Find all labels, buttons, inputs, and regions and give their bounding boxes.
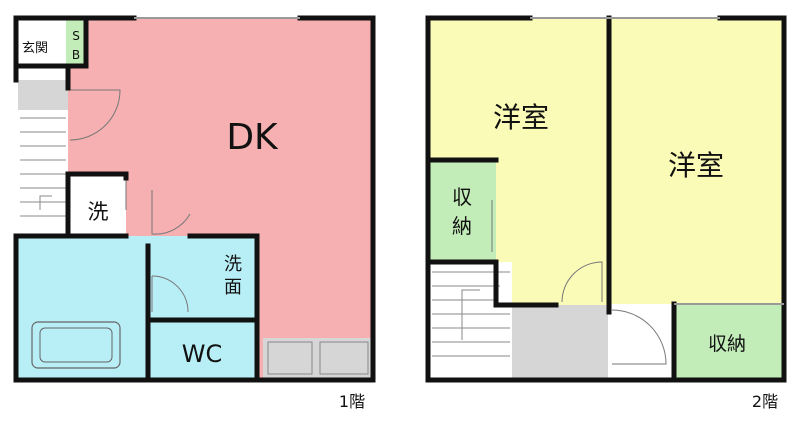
wc-label: WC <box>182 340 223 368</box>
stair-area-1f <box>18 110 68 236</box>
washroom-label-2: 面 <box>224 277 242 298</box>
floor-1-label: 1階 <box>339 392 365 411</box>
genkan-area <box>18 18 68 66</box>
dk-label: DK <box>226 117 279 158</box>
floor-2-label: 2階 <box>752 392 778 411</box>
shoe-box-label-b: B <box>72 48 80 62</box>
closet-right <box>674 304 784 378</box>
door-swings-2f <box>491 200 667 365</box>
closet-left-label-2: 納 <box>452 214 472 238</box>
genkan-label: 玄関 <box>22 41 48 56</box>
closet-left <box>430 160 496 262</box>
stair-area-2f <box>430 262 512 378</box>
sink <box>267 341 313 375</box>
floor-1-plan: 玄関 S B DK 洗 洗 面 WC 1階 <box>13 15 376 411</box>
vanity <box>212 246 254 310</box>
stairs-1f <box>20 117 66 217</box>
floor-2-plan: 洋室 洋室 収 納 収納 2階 <box>425 15 787 411</box>
walls-2f <box>425 15 787 383</box>
stairs-2f <box>432 271 510 357</box>
kitchen-counter <box>263 338 373 378</box>
wc-room <box>148 320 257 378</box>
western-room-right-label: 洋室 <box>668 149 724 182</box>
bathtub <box>31 321 121 369</box>
stove <box>319 341 369 375</box>
western-room-left-lower <box>496 160 608 305</box>
shoe-box-label-s: S <box>72 29 80 43</box>
closet-left-label-1: 収 <box>452 185 472 209</box>
western-room-left-upper <box>430 18 608 160</box>
shoe-box <box>66 20 86 66</box>
laundry-label: 洗 <box>88 200 109 224</box>
laundry-area <box>68 174 126 236</box>
walls-1f <box>13 15 376 383</box>
door-area-2f <box>608 304 674 378</box>
hallway-2f <box>512 305 608 378</box>
door-swings-1f <box>69 89 191 313</box>
washroom-label-1: 洗 <box>224 254 242 275</box>
western-room-left-label: 洋室 <box>493 101 549 134</box>
entrance-floor <box>18 80 68 110</box>
closet-right-label: 収納 <box>708 333 746 355</box>
